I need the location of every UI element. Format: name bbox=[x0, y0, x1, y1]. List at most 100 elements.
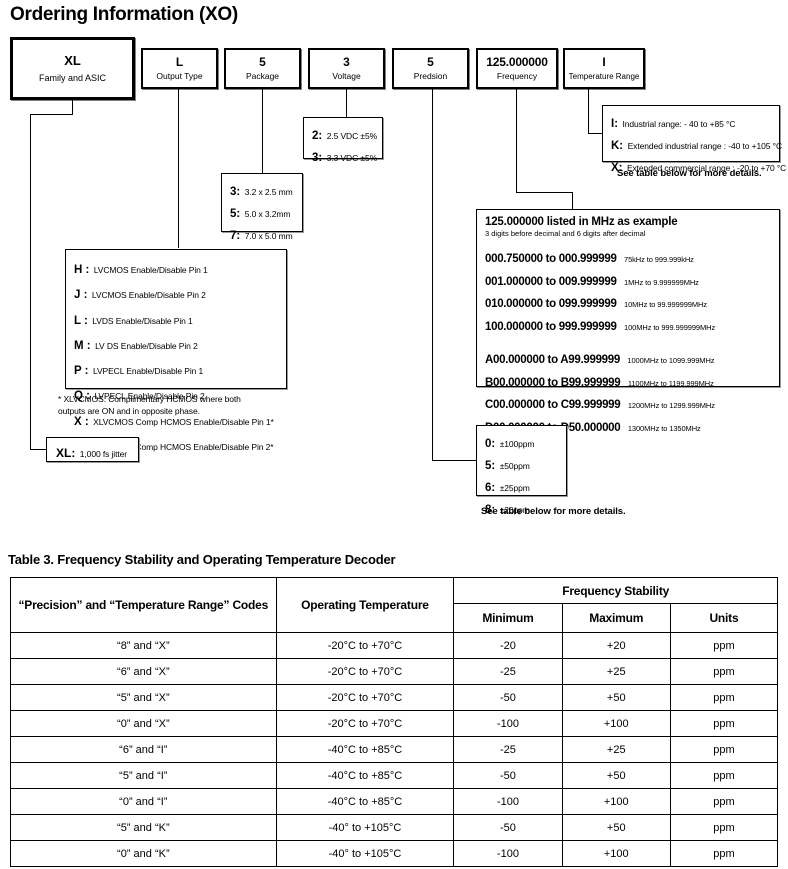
connector-voltage bbox=[346, 89, 347, 117]
callout-package: 3: 3.2 x 2.5 mm 5: 5.0 x 3.2mm 7: 7.0 x … bbox=[221, 173, 303, 242]
connector-precision bbox=[432, 89, 433, 460]
part-code-box-output-type[interactable]: L Output Type bbox=[141, 48, 218, 89]
connector-family bbox=[72, 100, 73, 114]
precision-option: 0: ±100ppm bbox=[485, 432, 558, 454]
option-code: M : bbox=[74, 339, 91, 352]
cell-maximum: +50 bbox=[561, 814, 671, 841]
part-code-box-precision[interactable]: 5 Predsion bbox=[392, 48, 469, 89]
frequency-equivalent: 1200MHz to 1299.999MHz bbox=[627, 401, 715, 411]
frequency-range-row: A00.000000 to A99.999999 1000MHz to 1099… bbox=[485, 348, 771, 371]
option-text: ±25ppm bbox=[499, 483, 530, 494]
frequency-equivalent: 1100MHz to 1199.999MHz bbox=[627, 378, 714, 388]
cell-codes: “5” and “I” bbox=[10, 762, 277, 789]
cell-minimum: -25 bbox=[453, 736, 563, 763]
option-code: 3: bbox=[312, 152, 323, 165]
option-code: 7: bbox=[230, 230, 241, 243]
page-title: Ordering Information (XO) bbox=[10, 4, 238, 25]
option-text: Industrial range: - 40 to +85 °C bbox=[622, 119, 736, 129]
part-code-box-package[interactable]: 5 Package bbox=[224, 48, 301, 89]
cell-units: ppm bbox=[669, 840, 779, 867]
option-text: 7.0 x 5.0 mm bbox=[244, 231, 293, 242]
column-header-minimum: Minimum bbox=[453, 603, 563, 633]
option-text: LVDS Enable/Disable Pin 1 bbox=[92, 315, 193, 326]
cell-maximum: +100 bbox=[561, 710, 671, 737]
connector-temperature-range bbox=[588, 133, 602, 134]
option-code: P : bbox=[74, 365, 89, 378]
part-code-box-temperature-range[interactable]: I Temperature Range bbox=[563, 48, 645, 89]
part-code-caption: Package bbox=[245, 71, 280, 81]
output-type-option: X : XLVCMOS Comp HCMOS Enable/Disable Pi… bbox=[74, 408, 278, 433]
cell-codes: “5” and “K” bbox=[10, 814, 277, 841]
frequency-range: A00.000000 to A99.999999 bbox=[485, 353, 620, 366]
part-code-value: XL bbox=[64, 52, 81, 68]
connector-family bbox=[30, 114, 73, 115]
cell-operating-temperature: -20°C to +70°C bbox=[275, 684, 455, 711]
connector-package bbox=[262, 89, 263, 173]
frequency-range-row: 000.750000 to 000.999999 75kHz to 999.99… bbox=[485, 247, 771, 270]
option-text: 1,000 fs jitter bbox=[79, 449, 127, 459]
cell-operating-temperature: -40°C to +85°C bbox=[275, 788, 455, 815]
cell-units: ppm bbox=[669, 736, 779, 763]
cell-minimum: -50 bbox=[453, 684, 563, 711]
table-row: “0” and “X” -20°C to +70°C -100 +100 ppm bbox=[10, 710, 779, 737]
part-code-box-voltage[interactable]: 3 Voltage bbox=[308, 48, 385, 89]
cell-maximum: +50 bbox=[561, 762, 671, 789]
cell-operating-temperature: -40° to +105°C bbox=[275, 814, 455, 841]
part-code-caption: Temperature Range bbox=[568, 72, 640, 81]
connector-precision bbox=[432, 460, 476, 461]
cell-operating-temperature: -40° to +105°C bbox=[275, 840, 455, 867]
precision-option: 5: ±50ppm bbox=[485, 454, 558, 476]
frequency-range-row: B00.000000 to B99.999999 1100MHz to 1199… bbox=[485, 371, 771, 394]
part-code-box-frequency[interactable]: 125.000000 Frequency bbox=[476, 48, 558, 89]
option-text: LVCMOS Enable/Disable Pin 2 bbox=[91, 290, 206, 301]
option-code: 5: bbox=[230, 208, 241, 221]
temperature-range-option: I: Industrial range: - 40 to +85 °C bbox=[611, 112, 771, 134]
voltage-option: 3: 3.3 VDC ±5% bbox=[312, 146, 377, 168]
option-code: 6: bbox=[485, 482, 496, 495]
frequency-title: 125.000000 listed in MHz as example bbox=[485, 216, 678, 228]
frequency-stability-table: “Precision” and “Temperature Range” Code… bbox=[10, 577, 779, 867]
frequency-range: B00.000000 to B99.999999 bbox=[485, 376, 621, 389]
cell-operating-temperature: -20°C to +70°C bbox=[275, 658, 455, 685]
package-option: 3: 3.2 x 2.5 mm bbox=[230, 180, 294, 202]
package-option: 5: 5.0 x 3.2mm bbox=[230, 202, 294, 224]
frequency-equivalent: 100MHz to 999.999999MHz bbox=[624, 323, 716, 333]
option-text: LV DS Enable/Disable Pin 2 bbox=[95, 340, 198, 351]
option-code: X: bbox=[611, 162, 623, 175]
cell-codes: “5” and “X” bbox=[10, 684, 277, 711]
table-header-row: “Precision” and “Temperature Range” Code… bbox=[10, 577, 778, 633]
option-text: XLVCMOS Comp HCMOS Enable/Disable Pin 2* bbox=[92, 441, 274, 452]
option-text: LVPECL Enable/Disable Pin 1 bbox=[92, 366, 204, 377]
option-code: I: bbox=[611, 118, 619, 130]
table-row: “8” and “X” -20°C to +70°C -20 +20 ppm bbox=[10, 632, 779, 659]
frequency-range: 100.000000 to 999.999999 bbox=[485, 321, 617, 334]
column-header-maximum: Maximum bbox=[561, 603, 671, 633]
precision-option: 6: ±25ppm bbox=[485, 476, 558, 498]
connector-frequency bbox=[516, 89, 517, 192]
table-row: “5” and “K” -40° to +105°C -50 +50 ppm bbox=[10, 814, 779, 841]
output-type-option: P : LVPECL Enable/Disable Pin 1 bbox=[74, 357, 278, 382]
output-type-footnote-line-1: * XLVCMOS: Complimentary HCMOS where bot… bbox=[58, 394, 241, 404]
connector-frequency bbox=[516, 192, 572, 193]
cell-minimum: -100 bbox=[453, 788, 563, 815]
part-code-box-family[interactable]: XL Family and ASIC bbox=[10, 37, 135, 100]
frequency-equivalent: 1000MHz to 1099.999MHz bbox=[627, 355, 715, 365]
option-code: 2: bbox=[312, 130, 323, 142]
cell-codes: “0” and “K” bbox=[10, 840, 277, 867]
part-code-value: 3 bbox=[343, 55, 350, 69]
option-text: 5.0 x 3.2mm bbox=[244, 209, 291, 220]
connector-frequency bbox=[572, 192, 573, 210]
option-code: X : bbox=[74, 415, 89, 428]
cell-minimum: -50 bbox=[453, 762, 563, 789]
table-row: “5” and “X” -20°C to +70°C -50 +50 ppm bbox=[10, 684, 779, 711]
part-code-value: 5 bbox=[259, 55, 266, 69]
cell-minimum: -20 bbox=[453, 632, 563, 659]
output-type-option: H : LVCMOS Enable/Disable Pin 1 bbox=[74, 256, 278, 281]
cell-minimum: -50 bbox=[453, 814, 563, 841]
option-text: ±100ppm bbox=[499, 439, 535, 449]
option-code: L : bbox=[74, 314, 88, 327]
output-type-option: L : LVDS Enable/Disable Pin 1 bbox=[74, 307, 278, 332]
option-code: J : bbox=[74, 289, 88, 302]
part-code-caption: Voltage bbox=[332, 71, 361, 81]
frequency-equivalent: 75kHz to 999.999kHz bbox=[624, 255, 694, 264]
